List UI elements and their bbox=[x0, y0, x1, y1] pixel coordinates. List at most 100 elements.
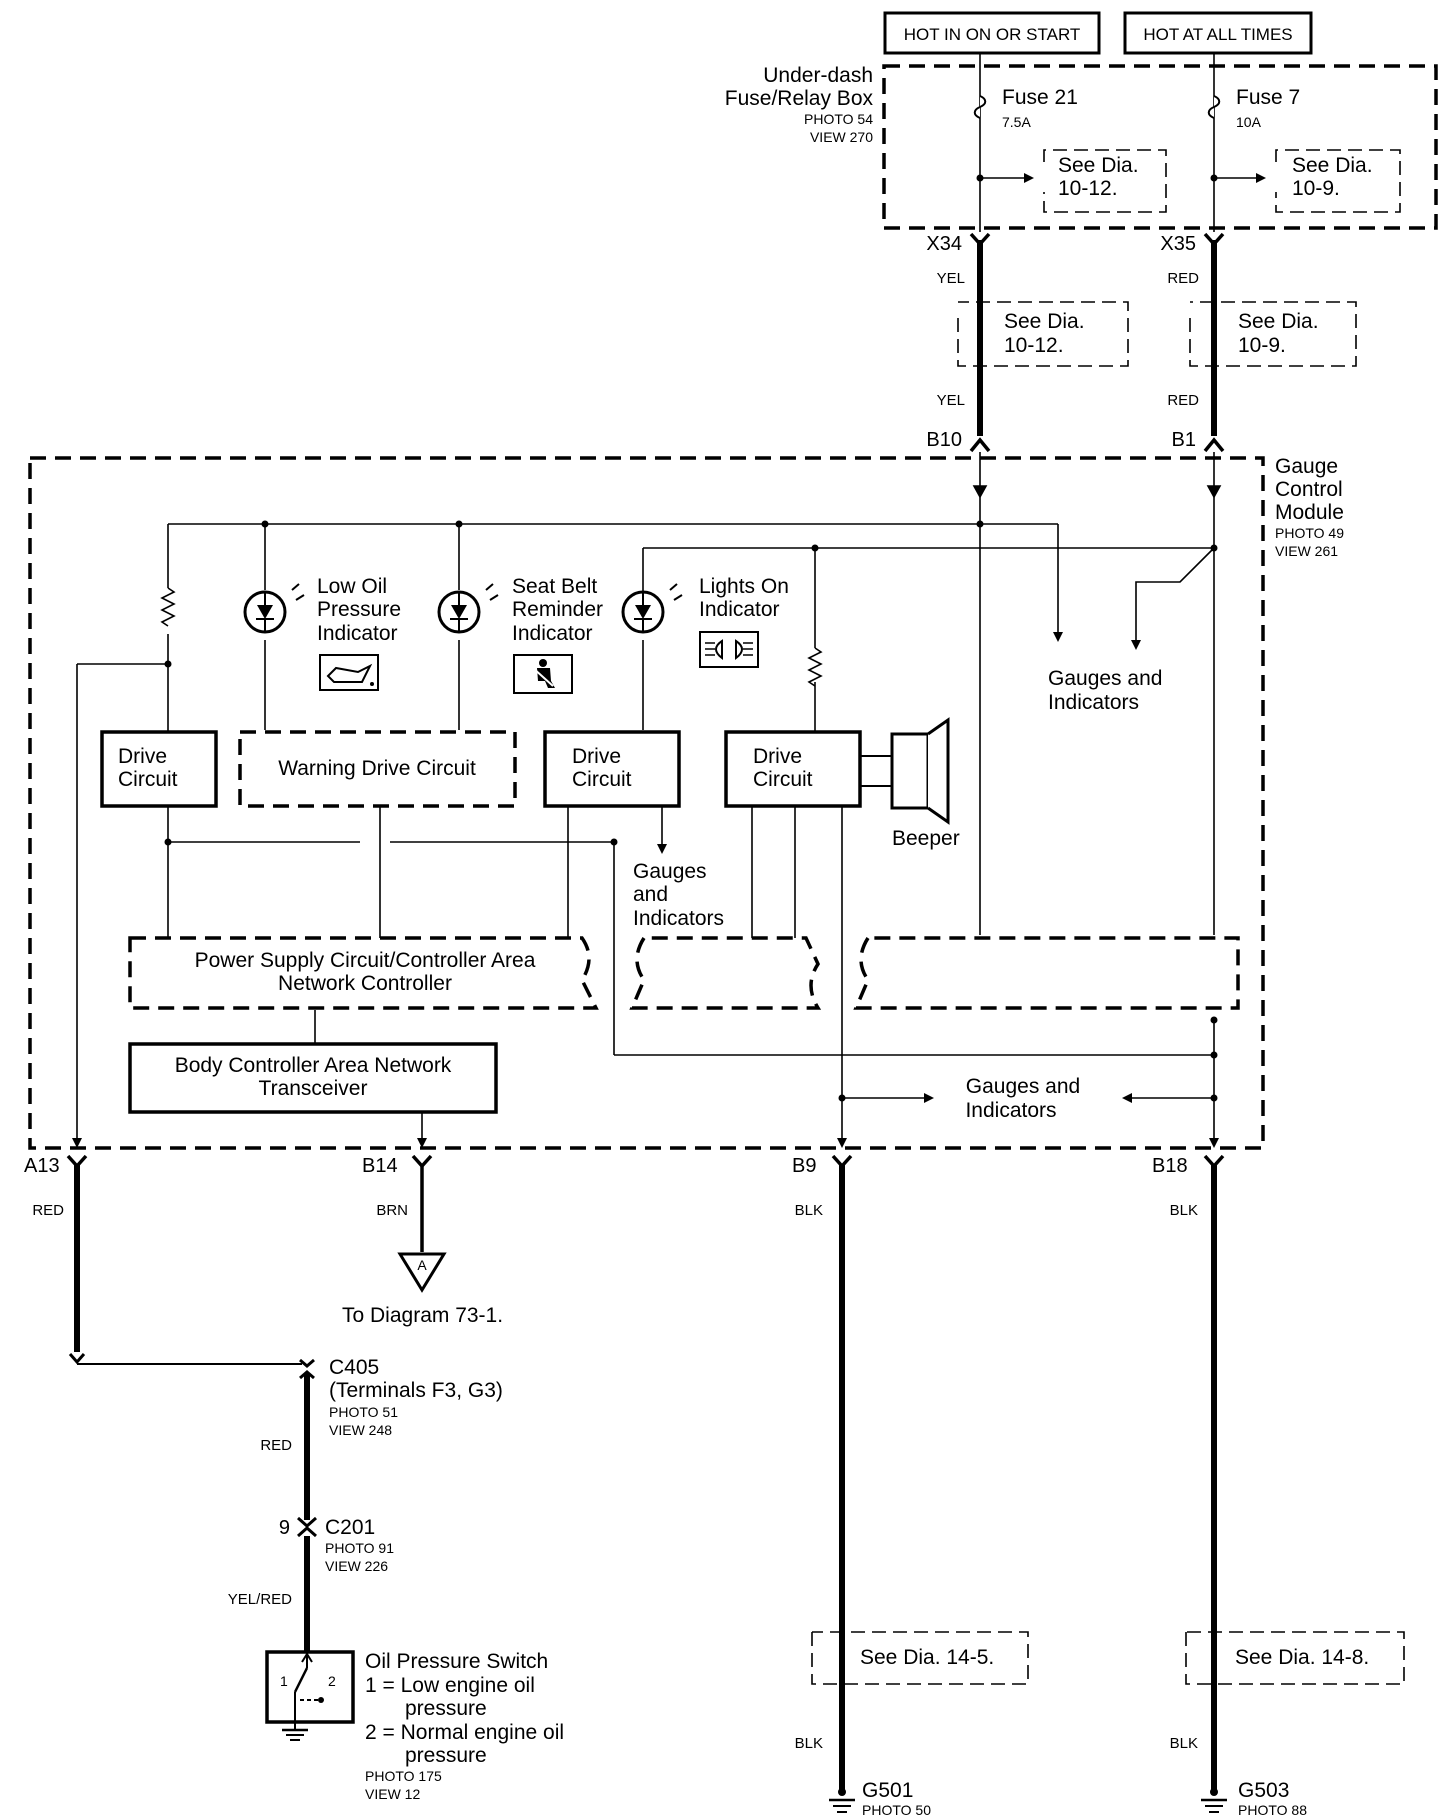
pin-x35: X35 bbox=[1160, 233, 1196, 255]
svg-text:PHOTO 51: PHOTO 51 bbox=[329, 1404, 398, 1420]
svg-text:VIEW 261: VIEW 261 bbox=[1275, 543, 1338, 559]
resistor-2 bbox=[807, 647, 823, 687]
svg-text:Oil Pressure Switch: Oil Pressure Switch bbox=[365, 1650, 548, 1673]
svg-text:1 = Low engine oil: 1 = Low engine oil bbox=[365, 1674, 535, 1697]
svg-text:PHOTO 54: PHOTO 54 bbox=[804, 111, 873, 127]
svg-text:PHOTO 91: PHOTO 91 bbox=[325, 1540, 394, 1556]
svg-text:RED: RED bbox=[32, 1202, 64, 1219]
svg-text:HOT AT ALL TIMES: HOT AT ALL TIMES bbox=[1143, 25, 1292, 44]
c201-label: C201 PHOTO 91 VIEW 226 bbox=[325, 1516, 394, 1574]
svg-text:RED: RED bbox=[260, 1437, 292, 1454]
pin-b9: B9 bbox=[792, 1155, 816, 1177]
svg-text:HOT IN ON OR START: HOT IN ON OR START bbox=[904, 25, 1081, 44]
power-supply-section-3 bbox=[853, 936, 1240, 1010]
svg-text:Indicators: Indicators bbox=[633, 907, 724, 930]
gcm-label: Gauge Control Module PHOTO 49 VIEW 261 bbox=[1275, 455, 1344, 559]
drive-circuit-1: Drive Circuit bbox=[100, 730, 218, 808]
svg-text:Drive: Drive bbox=[572, 745, 621, 768]
svg-text:BLK: BLK bbox=[1170, 1735, 1198, 1752]
svg-text:10-9.: 10-9. bbox=[1292, 177, 1340, 200]
oil-can-icon bbox=[319, 654, 379, 691]
svg-text:Network Controller: Network Controller bbox=[278, 972, 452, 995]
svg-text:Transceiver: Transceiver bbox=[259, 1077, 368, 1100]
svg-text:Pressure: Pressure bbox=[317, 598, 401, 621]
svg-text:Circuit: Circuit bbox=[118, 768, 178, 791]
lights-on-led bbox=[621, 583, 683, 634]
svg-text:9: 9 bbox=[279, 1517, 290, 1539]
fuse-relay-box bbox=[882, 64, 1438, 230]
svg-text:PHOTO 88: PHOTO 88 bbox=[1238, 1802, 1307, 1818]
svg-text:BLK: BLK bbox=[1170, 1202, 1198, 1219]
svg-text:See Dia.: See Dia. bbox=[1058, 154, 1139, 177]
svg-text:Indicator: Indicator bbox=[512, 622, 593, 645]
gauges-indicators-1-label: Gauges and bbox=[1048, 667, 1162, 690]
svg-text:YEL: YEL bbox=[937, 270, 965, 287]
gauges-indicators-2-label: Gauges bbox=[633, 860, 707, 883]
c405-label: C405 (Terminals F3, G3) PHOTO 51 VIEW 24… bbox=[329, 1356, 503, 1438]
lights-on-label: Lights On bbox=[699, 575, 789, 598]
svg-text:Gauge: Gauge bbox=[1275, 455, 1338, 478]
fusebox-label: Under-dash Fuse/Relay Box PHOTO 54 VIEW … bbox=[725, 64, 874, 145]
low-oil-led bbox=[243, 583, 305, 634]
svg-text:Drive: Drive bbox=[118, 745, 167, 768]
svg-text:Circuit: Circuit bbox=[753, 768, 813, 791]
svg-text:10-12.: 10-12. bbox=[1004, 334, 1064, 357]
power-label-on-start: HOT IN ON OR START bbox=[883, 11, 1101, 55]
connector-c405 bbox=[299, 1358, 315, 1380]
svg-text:RED: RED bbox=[1167, 392, 1199, 409]
beeper-label: Beeper bbox=[892, 827, 960, 850]
drive-circuit-3: Drive Circuit bbox=[724, 730, 862, 808]
fuse-21-label: Fuse 21 bbox=[1002, 86, 1078, 109]
power-supply-section-2 bbox=[629, 936, 822, 1010]
pin-b1: B1 bbox=[1172, 429, 1196, 451]
svg-text:Module: Module bbox=[1275, 501, 1344, 524]
svg-text:Warning Drive Circuit: Warning Drive Circuit bbox=[278, 757, 476, 780]
seat-belt-icon bbox=[513, 654, 573, 694]
svg-text:10-9.: 10-9. bbox=[1238, 334, 1286, 357]
fuse-21-rating: 7.5A bbox=[1002, 114, 1031, 130]
fuse-7-rating: 10A bbox=[1236, 114, 1262, 130]
body-can-transceiver: Body Controller Area Network Transceiver bbox=[128, 1042, 498, 1114]
svg-text:Indicator: Indicator bbox=[317, 622, 398, 645]
svg-text:See Dia.: See Dia. bbox=[1292, 154, 1373, 177]
svg-text:Body Controller Area Network: Body Controller Area Network bbox=[175, 1054, 452, 1077]
pin-b18: B18 bbox=[1152, 1155, 1188, 1177]
connector-a-triangle: A bbox=[397, 1252, 447, 1293]
oil-pressure-switch: 1 2 bbox=[265, 1650, 355, 1741]
svg-text:C201: C201 bbox=[325, 1516, 375, 1539]
svg-text:VIEW 270: VIEW 270 bbox=[810, 129, 873, 145]
svg-text:PHOTO 50: PHOTO 50 bbox=[862, 1802, 931, 1818]
svg-text:See Dia. 14-8.: See Dia. 14-8. bbox=[1235, 1646, 1369, 1669]
svg-text:RED: RED bbox=[1167, 270, 1199, 287]
svg-text:Fuse/Relay Box: Fuse/Relay Box bbox=[725, 87, 874, 110]
svg-text:BLK: BLK bbox=[795, 1735, 823, 1752]
svg-text:PHOTO 175: PHOTO 175 bbox=[365, 1768, 442, 1784]
power-supply-circuit: Power Supply Circuit/Controller Area Net… bbox=[128, 936, 599, 1010]
to-diagram-label: To Diagram 73-1. bbox=[342, 1304, 503, 1327]
ground-g501-icon bbox=[829, 1788, 855, 1813]
drive-circuit-2: Drive Circuit bbox=[543, 730, 681, 808]
svg-text:C405: C405 bbox=[329, 1356, 379, 1379]
svg-text:YEL/RED: YEL/RED bbox=[228, 1591, 292, 1608]
connector-b1 bbox=[1203, 437, 1225, 453]
connector-c201 bbox=[297, 1516, 317, 1538]
svg-text:Indicators: Indicators bbox=[965, 1099, 1056, 1122]
svg-text:PHOTO 49: PHOTO 49 bbox=[1275, 525, 1344, 541]
gauges-indicators-3-label: Gauges and bbox=[966, 1075, 1080, 1098]
warning-drive-circuit: Warning Drive Circuit bbox=[238, 730, 517, 808]
svg-text:Circuit: Circuit bbox=[572, 768, 632, 791]
fuse-21-symbol bbox=[973, 95, 987, 119]
g503-label: G503 bbox=[1238, 1779, 1289, 1802]
see-dia-ref-5 bbox=[811, 1631, 1029, 1685]
svg-text:Under-dash: Under-dash bbox=[763, 64, 873, 87]
connector-b10 bbox=[969, 437, 991, 453]
svg-text:VIEW 226: VIEW 226 bbox=[325, 1558, 388, 1574]
fuse-7-symbol bbox=[1207, 95, 1221, 119]
svg-text:See Dia.: See Dia. bbox=[1004, 310, 1085, 333]
svg-text:Indicator: Indicator bbox=[699, 598, 780, 621]
see-dia-ref-6 bbox=[1185, 1631, 1405, 1685]
svg-text:pressure: pressure bbox=[405, 1744, 487, 1767]
headlight-icon bbox=[699, 631, 759, 668]
svg-text:BRN: BRN bbox=[376, 1202, 408, 1219]
svg-text:2: 2 bbox=[328, 1673, 336, 1689]
